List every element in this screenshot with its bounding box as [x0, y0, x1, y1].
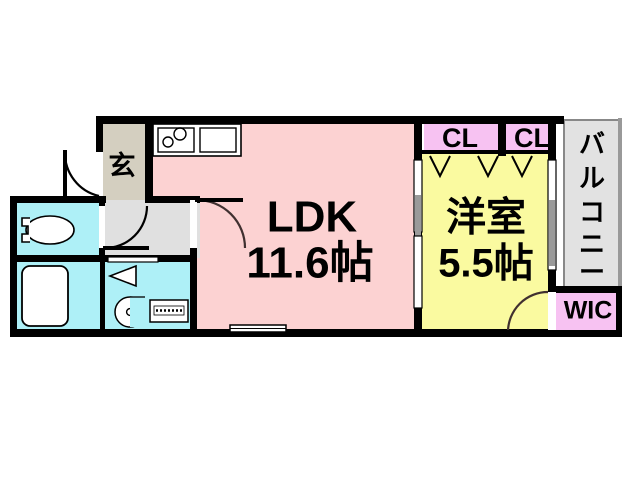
walk-in-closet-label: WIC — [564, 297, 613, 325]
wall-toilet-bottom — [10, 255, 106, 262]
wall-closet-bottom — [420, 150, 552, 154]
toilet-door[interactable] — [99, 205, 149, 250]
entrance-door[interactable] — [63, 150, 103, 198]
balcony-label-char-0: バ — [579, 129, 605, 159]
closet-left-fill — [424, 124, 500, 154]
closet-folding-door-3[interactable] — [511, 155, 533, 179]
wall-bottom-outer — [10, 329, 556, 337]
wall-washroom-right — [190, 256, 197, 332]
room-balcony-fill — [564, 120, 620, 288]
ldk-label-line1: LDK — [267, 193, 358, 242]
room-genkan-fill — [102, 122, 152, 200]
closet-folding-door-2[interactable] — [477, 155, 499, 179]
wall-hall-kitchen — [145, 196, 200, 203]
balcony-label-char-3: ニ — [579, 229, 605, 259]
washitsu-entry-door[interactable] — [506, 290, 556, 334]
wall-closet-divider — [498, 122, 506, 156]
wall-toilet-top — [10, 196, 106, 203]
wall-wic-top — [552, 286, 622, 293]
wall-hall-top-left — [96, 196, 106, 203]
balcony-label-char-2: コ — [579, 197, 605, 227]
hall-to-ldk-door[interactable] — [190, 198, 247, 249]
washroom-entry-marker — [107, 264, 137, 288]
vanity — [149, 299, 189, 323]
wall-bath-right — [100, 258, 105, 330]
closet-right-label: CL — [514, 123, 550, 153]
wall-balcony-right — [618, 118, 622, 290]
wall-wic-right — [616, 286, 622, 336]
kitchen-sink — [199, 127, 237, 153]
genkan-label: 玄 — [109, 150, 136, 181]
room-washitsu-fill — [420, 150, 552, 330]
stove — [157, 127, 195, 153]
wall-wic-bottom — [552, 330, 622, 337]
balcony-label-char-1: ル — [579, 163, 605, 193]
wall-kitchen-left — [145, 116, 153, 203]
washitsu-label-line2: 5.5帖 — [438, 242, 534, 286]
washroom-window — [107, 256, 159, 263]
bathtub — [21, 265, 69, 327]
closet-left-label: CL — [442, 123, 478, 153]
ldk-label-line2: 11.6帖 — [246, 239, 373, 288]
toilet — [21, 215, 75, 245]
washing-machine — [114, 296, 148, 328]
ldk-to-washitsu-sliding-door[interactable] — [413, 159, 423, 309]
wall-left-outer — [10, 196, 17, 336]
closet-right-fill — [506, 124, 552, 154]
wall-top-balcony — [556, 116, 564, 124]
balcony-sliding-door[interactable] — [547, 159, 557, 271]
wall-top-main — [96, 116, 556, 124]
closet-folding-door-1[interactable] — [429, 155, 451, 179]
walk-in-closet-fill — [556, 292, 620, 330]
balcony-label-char-4: ー — [579, 257, 605, 287]
ldk-south-window — [229, 324, 287, 333]
washitsu-label-line1: 洋室 — [446, 196, 526, 240]
